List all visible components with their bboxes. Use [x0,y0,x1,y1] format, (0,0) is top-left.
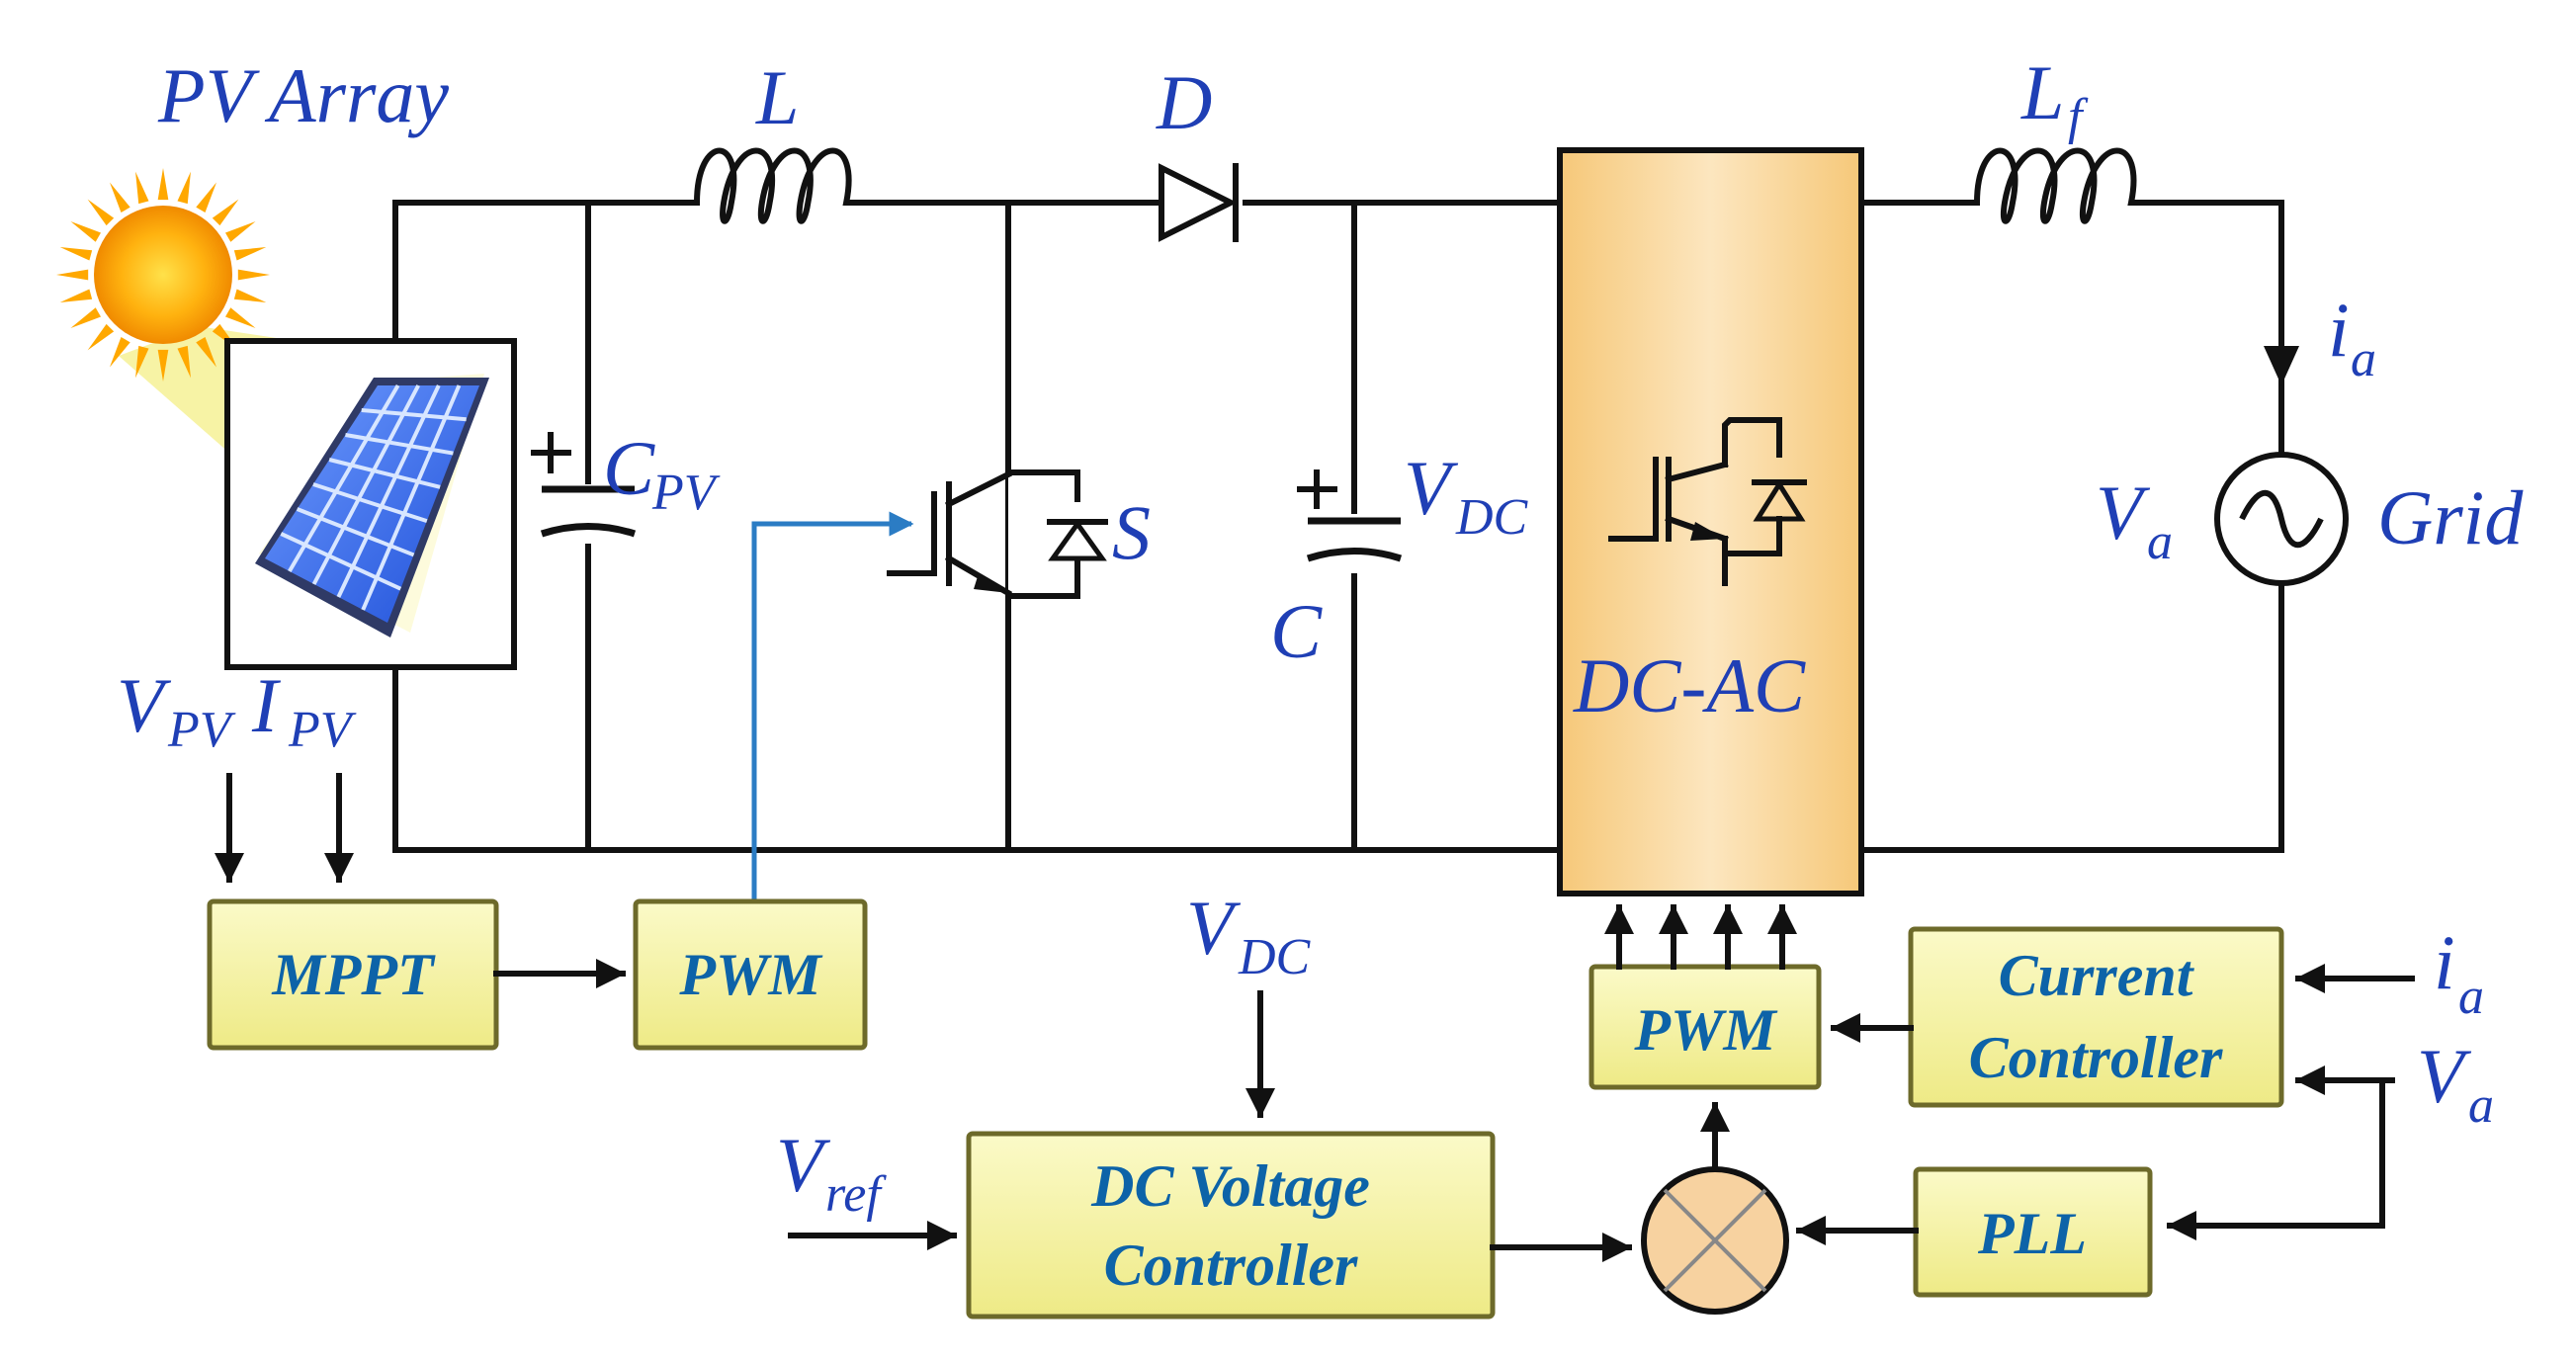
sun-ray [212,199,239,226]
ac-grid-source-icon [2214,452,2349,586]
ia-arrow [2264,346,2299,385]
panel-grid-line [328,458,441,489]
ia-label-main: i [2328,287,2350,373]
current-controller-block: Current Controller [1908,926,2284,1108]
switch-S-igbt [887,462,1108,608]
sun-ray [135,171,149,205]
pwm-left-label: PWM [678,942,823,1007]
lf-label-sub: f [2068,89,2089,145]
cap-C-label: C [1270,588,1323,674]
inductor-coil [669,147,878,224]
pll-block: PLL [1913,1166,2153,1298]
sun-ray [110,336,130,368]
pv-array-label: PV Array [157,52,449,138]
vref-label-sub: ref [825,1166,887,1223]
inductor-L-label: L [755,54,799,140]
diode-D [1134,163,1239,242]
sun-ray [237,269,270,281]
dc-voltage-controller-block: DC Voltage Controller [966,1131,1496,1320]
sun-ray [56,269,89,281]
va-in-label-main: V [2417,1033,2472,1119]
cpv-label-sub: PV [651,465,721,521]
inverter-igbt-icon [1608,417,1807,586]
pwm-right-label: PWM [1633,997,1778,1063]
ipv-label-sub: PV [288,702,357,758]
solar-panel-icon [255,378,489,638]
va-label-sub: a [2147,514,2173,570]
sun-ray [196,336,216,368]
panel-grid-line [296,507,415,557]
sun-ray [87,323,115,351]
lf-label-main: L [2020,49,2064,135]
pwm-gate-signal [751,511,914,899]
inductor-L-coils [669,147,878,224]
panel-grid-line [345,433,454,456]
sun-ray [59,247,93,261]
sun-ray [233,247,267,261]
ia-in-label-sub: a [2458,969,2484,1025]
sun-ray [157,168,169,201]
sun-ray [157,349,169,382]
panel-grid-line [361,384,462,611]
dc-ac-inverter-block [1557,147,1864,896]
sun-ray [224,307,256,328]
va-in-wiring [2167,1065,2395,1240]
mppt-label: MPPT [271,942,436,1007]
switch-S-label: S [1112,489,1151,575]
dc-voltage-controller-line1: DC Voltage [1090,1153,1370,1219]
sun-ray [59,289,93,302]
sun-ray [224,221,256,242]
va-label-main: V [2096,469,2151,555]
mppt-block: MPPT [207,898,499,1051]
ia-in-label-main: i [2434,919,2455,1005]
pwm-right-block: PWM [1589,964,1822,1090]
sun-ray [196,182,216,213]
vpv-label-main: V [117,662,172,748]
sun-ray [110,182,130,213]
sun-ray [70,307,102,328]
panel-grid-line [361,408,467,422]
sun-ray [135,345,149,379]
vpv-label-sub: PV [167,702,236,758]
panel-grid-line [312,482,428,524]
sun-ray [177,345,191,379]
pv-array-box [224,338,517,670]
va-in-label-sub: a [2468,1077,2494,1134]
panel-grid-line [311,384,420,585]
panel-grid-line [336,384,441,598]
sun-ray [177,171,191,205]
cpv-label-main: C [603,425,655,511]
pwm-left-block: PWM [633,898,868,1051]
vdc-in-label-main: V [1186,885,1242,971]
dcac-label: DC-AC [1573,642,1806,728]
vdc-in-label-sub: DC [1238,929,1312,985]
sun-ray [70,221,102,242]
inductor-Lf [1949,147,2163,224]
vdc-label-sub: DC [1455,489,1529,546]
grid-label: Grid [2377,474,2524,560]
diode-D-label: D [1156,59,1212,145]
panel-grid-line [288,383,400,573]
current-controller-line1: Current [1999,943,2195,1008]
sun-ray [233,289,267,302]
sun-ray [87,199,115,226]
ia-label-sub: a [2351,331,2376,387]
pll-label: PLL [1977,1201,2087,1266]
capacitor-C [1297,469,1403,573]
capacitor-cpv [531,432,637,544]
vref-label-main: V [776,1122,831,1208]
dc-voltage-controller-line2: Controller [1104,1233,1358,1298]
vdc-label-main: V [1404,445,1459,531]
pwm-gate-arrows [1604,904,1797,970]
panel-grid-line [280,532,402,591]
inductor-coil [1949,147,2163,224]
current-controller-line2: Controller [1969,1025,2223,1090]
multiplier-icon [1641,1166,1789,1315]
ipv-label-main: I [251,662,282,748]
